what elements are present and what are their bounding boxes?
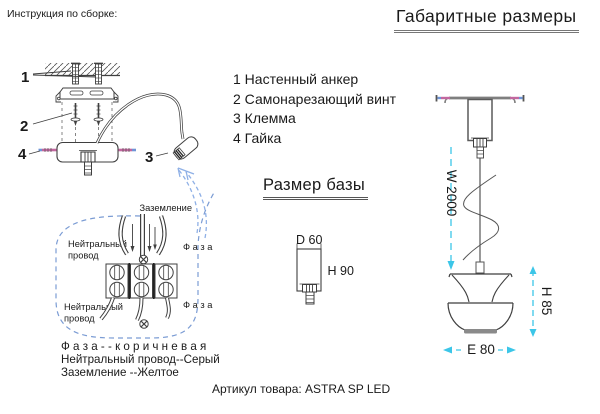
- mounting-screws: [70, 103, 104, 126]
- callout-1: 1: [21, 69, 29, 86]
- parts-list: 1 Настенный анкер 2 Самонарезающий винт …: [233, 70, 396, 148]
- callout-3: 3: [145, 149, 153, 166]
- parts-list-item: 1 Настенный анкер: [233, 71, 359, 87]
- cord-spiral: [462, 174, 500, 261]
- canopy-bolt: [79, 150, 97, 176]
- callout-1-leader: [32, 70, 97, 78]
- w-dimension: [447, 147, 455, 270]
- base-bolt: [299, 283, 320, 305]
- cord-socket: [475, 261, 485, 274]
- dimensions-title: Габаритные размеры: [394, 6, 579, 33]
- ceiling-screw-right: [510, 95, 525, 102]
- wire-direction-arrows: [130, 224, 157, 252]
- shade-top-disc: [448, 273, 513, 278]
- assembly-diagram: 1 2: [18, 62, 216, 339]
- base-diameter-label: D 60: [296, 233, 322, 247]
- incoming-wires: [118, 214, 167, 257]
- legend-neutral-line: Нейтральный провод--Серый: [61, 352, 220, 366]
- ground-screw-bottom: [139, 319, 149, 329]
- anchor-right: [94, 62, 103, 85]
- legend-phase-line: Ф а з а - - к о р и ч н е в а я: [61, 340, 207, 353]
- wiring-bubble: Заземление Нейтральный провод Нейтральны…: [55, 190, 216, 339]
- bubble-outline: [55, 190, 216, 339]
- parts-list-item: 4 Гайка: [233, 129, 282, 146]
- wire-color-legend: Ф а з а - - к о р и ч н е в а я Нейтраль…: [61, 340, 220, 379]
- outgoing-wires: [99, 297, 171, 321]
- parts-list-item: 3 Клемма: [233, 110, 296, 126]
- terminal-connector: [172, 136, 199, 161]
- legend-ground-line: Заземление --Желтое: [61, 365, 179, 379]
- ceiling-hatch: [45, 63, 120, 75]
- base-size-diagram: D 60 H 90: [296, 233, 354, 305]
- side-screw-right: [118, 148, 136, 152]
- screw-left: [70, 103, 81, 126]
- anchor-left: [71, 62, 80, 85]
- neutral-top-label-line1: Нейтральный: [68, 239, 127, 249]
- lamp-shade: [447, 273, 514, 334]
- pendant-ceiling: [435, 95, 525, 104]
- pendant-bolt: [471, 137, 489, 159]
- shade-bowl: [447, 302, 514, 331]
- callout-4: 4: [18, 146, 27, 163]
- neutral-bottom-label-line1: Нейтральный: [64, 302, 123, 312]
- ceiling-screw-left: [435, 95, 450, 102]
- canopy: [38, 141, 136, 176]
- wall-anchors: [71, 62, 103, 85]
- mounting-bracket: [55, 87, 119, 103]
- alignment-guides: [61, 102, 113, 142]
- shade-rim: [464, 329, 497, 334]
- phase-bottom-label: Ф а з а: [183, 300, 213, 310]
- wire-length-label: W 2000: [444, 170, 459, 217]
- callout-2-leader: [32, 112, 73, 125]
- pendant-canopy: [467, 98, 493, 142]
- ground-label: Заземление: [140, 203, 193, 213]
- connector-arrows: [177, 167, 207, 239]
- callout-4-leader: [28, 150, 41, 155]
- neutral-top-label-line2: провод: [68, 251, 99, 261]
- e-dimension: [443, 346, 516, 354]
- side-screw-left: [38, 148, 57, 152]
- ground-screw-top: [138, 254, 149, 265]
- phase-top-label: Ф а з а: [183, 242, 213, 252]
- instructions-title: Инструкция по сборке:: [7, 8, 118, 20]
- neutral-bottom-label-line2: провод: [64, 314, 95, 324]
- power-cable: [95, 92, 185, 144]
- h-dimension: [529, 266, 537, 337]
- shade-height-label: H 85: [539, 287, 554, 316]
- shade-width-label: E 80: [467, 342, 495, 357]
- parts-list-item: 2 Самонарезающий винт: [233, 90, 397, 107]
- article-line: Артикул товара: ASTRA SP LED: [212, 382, 391, 396]
- base-height-label: H 90: [328, 264, 354, 278]
- pendant-diagram: W 2000 H 85 E 80: [435, 95, 554, 357]
- callout-3-leader: [155, 152, 169, 157]
- ceiling: [45, 63, 120, 77]
- base-size-title: Размер базы: [263, 176, 369, 200]
- screw-right: [93, 103, 104, 126]
- terminal-block: [105, 263, 178, 299]
- callout-2: 2: [20, 118, 28, 135]
